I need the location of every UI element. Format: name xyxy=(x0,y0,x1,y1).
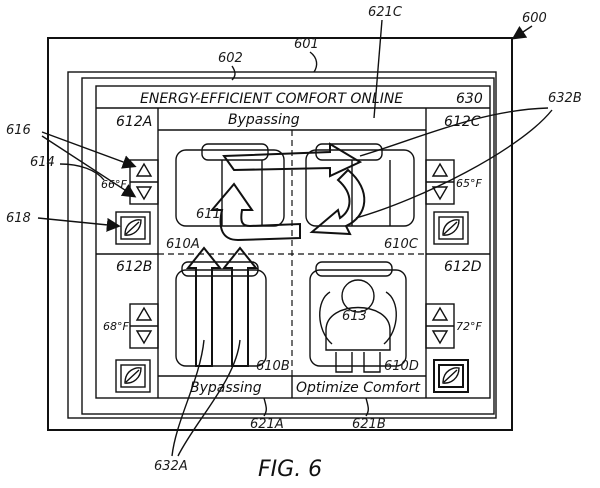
ref-621B: 621B xyxy=(352,417,386,432)
outer-housing-600 xyxy=(47,37,513,431)
zone-label-612D: 612D xyxy=(444,259,482,275)
status-bottom-left: Bypassing xyxy=(190,380,262,396)
airflow-arrow-top xyxy=(222,142,363,178)
figure-caption: FIG. 6 xyxy=(258,457,322,482)
ref-610A: 610A xyxy=(166,237,200,252)
airflow-arrow-return xyxy=(209,182,301,242)
display-screen xyxy=(95,85,491,399)
ref-610D: 610D xyxy=(384,359,419,374)
temp-readout-612D: 72°F xyxy=(456,320,482,333)
airflow-arrow-curve xyxy=(309,168,366,236)
status-top: Bypassing xyxy=(228,112,300,128)
frame-602 xyxy=(81,77,495,415)
airflow-arrow-left-1 xyxy=(185,246,223,367)
eco-button-612B[interactable] xyxy=(115,359,151,393)
ref-632B: 632B xyxy=(548,91,582,106)
zone-label-612A: 612A xyxy=(116,114,152,130)
ref-601: 601 xyxy=(294,37,319,52)
temp-readout-612B: 68°F xyxy=(103,320,129,333)
leaf-icon xyxy=(120,364,146,388)
ref-614: 614 xyxy=(30,155,55,170)
temp-up-button-612A[interactable] xyxy=(135,162,153,177)
ref-600: 600 xyxy=(522,11,547,26)
ref-632A: 632A xyxy=(154,459,188,474)
temp-up-button-612C[interactable] xyxy=(431,162,449,177)
ref-613: 613 xyxy=(342,309,367,324)
ref-602: 602 xyxy=(218,51,243,66)
ref-621C: 621C xyxy=(368,5,403,20)
temp-up-button-612D[interactable] xyxy=(431,306,449,321)
temp-down-button-612B[interactable] xyxy=(135,330,153,345)
ref-610B: 610B xyxy=(256,359,290,374)
eco-button-612D-active[interactable] xyxy=(433,359,469,393)
seat-front-right xyxy=(305,149,415,227)
ref-610C: 610C xyxy=(384,237,419,252)
temp-up-button-612B[interactable] xyxy=(135,306,153,321)
frame-601 xyxy=(67,71,497,419)
leaf-icon xyxy=(438,216,464,240)
leaf-icon xyxy=(120,216,146,240)
airflow-arrow-left-2 xyxy=(221,246,259,367)
ref-618: 618 xyxy=(6,211,31,226)
ref-616: 616 xyxy=(6,123,31,138)
seat-610B xyxy=(175,269,267,367)
screen-title: ENERGY-EFFICIENT COMFORT ONLINE xyxy=(140,91,403,107)
leaf-icon xyxy=(438,364,464,388)
ref-611: 611 xyxy=(196,207,221,222)
occupant-icon xyxy=(341,279,375,313)
temp-down-button-612A[interactable] xyxy=(135,186,153,201)
seat-613 xyxy=(309,269,407,367)
temp-down-button-612D[interactable] xyxy=(431,330,449,345)
eco-button-612C[interactable] xyxy=(433,211,469,245)
temp-readout-612C: 65°F xyxy=(456,177,482,190)
zone-label-612B: 612B xyxy=(116,259,152,275)
temp-down-button-612C[interactable] xyxy=(431,186,449,201)
status-bottom-right: Optimize Comfort xyxy=(296,380,420,396)
ref-621A: 621A xyxy=(250,417,284,432)
seat-611 xyxy=(175,149,285,227)
title-ref-630: 630 xyxy=(456,91,483,107)
